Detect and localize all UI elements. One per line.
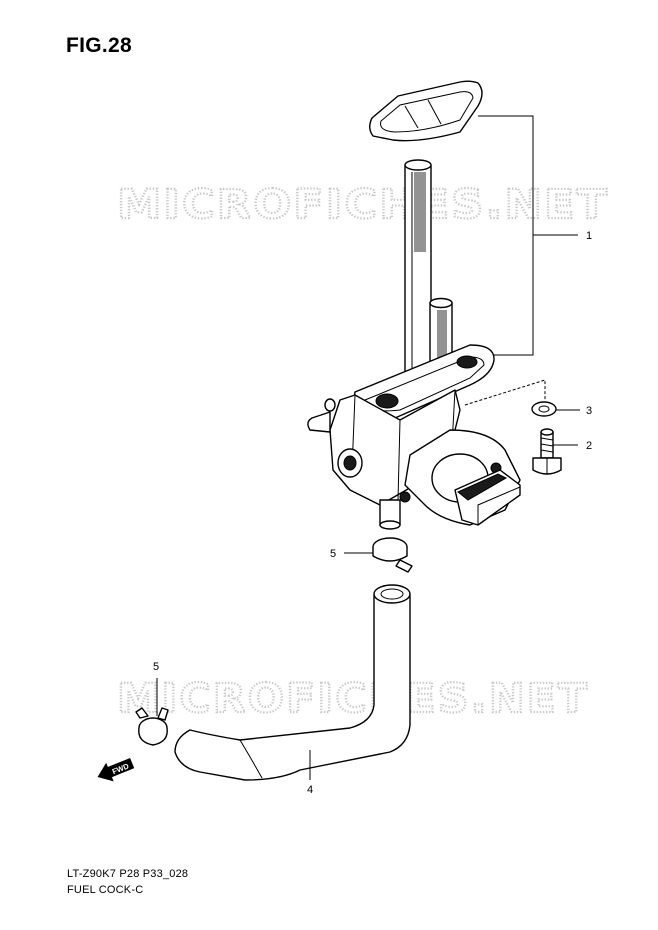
fuel-cock-body-drawing: [307, 344, 521, 530]
callout-3: 3: [586, 405, 592, 417]
long-pipe-drawing: [404, 159, 432, 396]
clamp-upper-drawing: [372, 537, 413, 573]
callout-2: 2: [586, 440, 592, 452]
callout-5-upper: 5: [330, 548, 336, 560]
clamp-lower-drawing: [135, 707, 169, 746]
washer-drawing: [531, 401, 557, 417]
watermark-top: MICROFICHES.NET: [117, 182, 609, 228]
callout-1: 1: [586, 230, 592, 242]
callout-4: 4: [307, 784, 313, 796]
figure-title: FIG.28: [66, 34, 132, 57]
guide-lines: [464, 379, 546, 406]
gasket-drawing: [369, 80, 483, 142]
fwd-arrow-icon: FWD: [97, 757, 135, 782]
watermark-bottom: MICROFICHES.NET: [117, 676, 589, 722]
figure-name: FUEL COCK-C: [67, 884, 144, 896]
callout-5-lower: 5: [153, 661, 159, 673]
bolt-drawing: [532, 428, 562, 475]
figure-code: LT-Z90K7 P28 P33_028: [67, 868, 189, 880]
leader-1-bracket: [478, 115, 534, 356]
hose-drawing: [174, 584, 411, 781]
